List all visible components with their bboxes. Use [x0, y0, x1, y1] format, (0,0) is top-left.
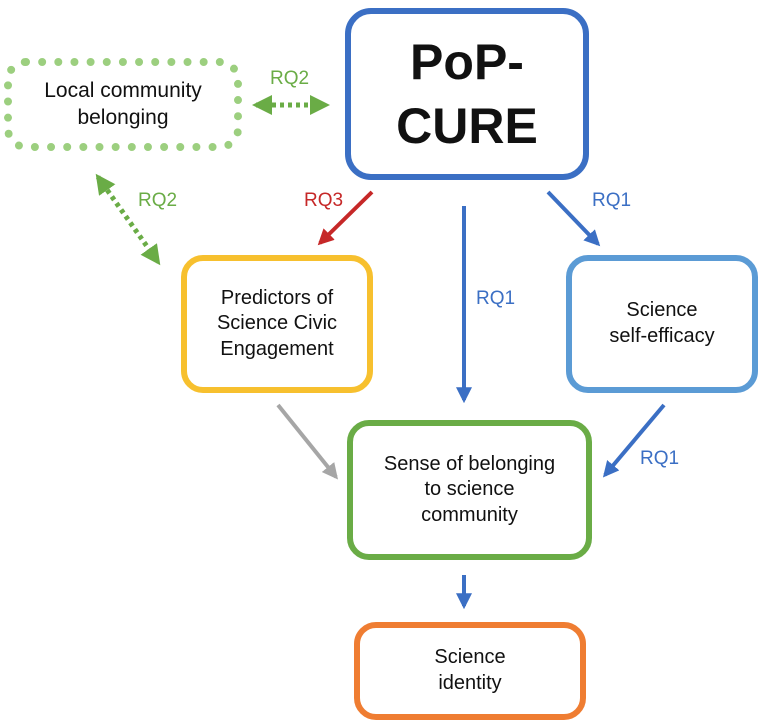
arrow-local-predictors [95, 173, 161, 266]
node-pop-cure-label: PoP-CURE [396, 34, 538, 154]
edge-label-self-sense: RQ1 [640, 448, 680, 469]
edge-label-local-pop: RQ2 [270, 68, 310, 89]
edge-label-pop-predictors: RQ3 [304, 190, 344, 211]
node-local-community-label: Local community belonging [44, 78, 202, 129]
node-self-efficacy-label: Science self-efficacy [609, 299, 715, 347]
edge-label-pop-self: RQ1 [592, 190, 632, 211]
node-pop-cure: PoP-CURE [345, 8, 589, 180]
arrow-pop-self [546, 190, 601, 247]
node-predictors-civic-engagement: Predictors of Science Civic Engagement [181, 255, 373, 393]
node-predictors-label: Predictors of Science Civic Engagement [216, 286, 338, 360]
edge-label-pop-sense: RQ1 [476, 288, 516, 309]
node-sense-label: Sense of belonging to science community [383, 452, 556, 526]
arrow-pop-predictors [317, 190, 374, 246]
arrow-predictors-sense [276, 403, 339, 480]
edge-label-local-predictors: RQ2 [138, 190, 178, 211]
node-science-identity: Science identity [354, 622, 586, 720]
arrow-self-sense [602, 403, 666, 478]
node-sense-of-belonging: Sense of belonging to science community [347, 420, 592, 560]
node-local-community-belonging: Local community belonging [4, 58, 242, 151]
node-science-self-efficacy: Science self-efficacy [566, 255, 758, 393]
node-identity-label: Science identity [434, 646, 506, 694]
